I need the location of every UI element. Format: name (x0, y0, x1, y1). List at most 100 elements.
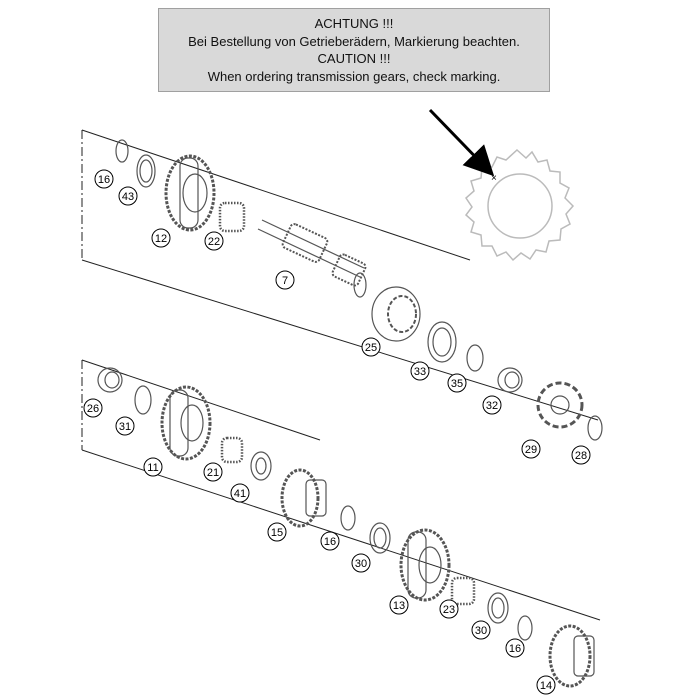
svg-text:16: 16 (98, 174, 110, 186)
callout-35: 35 (447, 373, 467, 393)
notice-line-1: ACHTUNG !!! (314, 16, 394, 31)
callout-16c: 16 (505, 638, 525, 658)
part-25-ball-bearing (371, 286, 421, 342)
callout-11: 11 (143, 457, 163, 477)
notice-line-3: CAUTION !!! (317, 51, 391, 66)
callout-21: 21 (203, 462, 223, 482)
callout-30a: 30 (351, 553, 371, 573)
callout-26: 26 (83, 398, 103, 418)
part-43-washer-inner (139, 159, 153, 183)
part-14-gear-dogs (573, 635, 595, 677)
callout-33: 33 (410, 361, 430, 381)
callout-29: 29 (521, 439, 541, 459)
svg-text:21: 21 (207, 467, 219, 479)
part-13-gear (399, 528, 451, 602)
svg-text:28: 28 (575, 450, 587, 462)
callout-14: 14 (536, 675, 556, 695)
part-11-gear (160, 385, 212, 461)
callout-31: 31 (115, 416, 135, 436)
svg-text:25: 25 (365, 342, 377, 354)
svg-text:41: 41 (234, 488, 246, 500)
part-30a-washer (369, 522, 391, 554)
part-11-gear-face (169, 389, 189, 457)
callout-43: 43 (118, 186, 138, 206)
callout-23: 23 (439, 599, 459, 619)
part-25-ball-bearing-inner (387, 295, 417, 333)
part-35-circlip (466, 344, 484, 372)
part-26-bearing-inner (104, 371, 120, 389)
svg-text:23: 23 (443, 604, 455, 616)
svg-text:32: 32 (486, 400, 498, 412)
part-12-gear-hub (182, 173, 208, 213)
detail-gear-bore (487, 173, 553, 239)
part-21-needle-bearing (220, 436, 244, 464)
part-32-bushing (497, 367, 523, 393)
arrow-line (428, 108, 495, 177)
part-32-bushing-inner (504, 371, 520, 389)
part-7-shaft (257, 219, 367, 298)
detail-gear-outline (464, 148, 575, 262)
svg-text:30: 30 (355, 558, 367, 570)
part-28-circlip (587, 415, 603, 441)
part-26-bearing (97, 367, 123, 393)
svg-text:35: 35 (451, 378, 463, 390)
part-33-seal (427, 321, 457, 363)
callout-16a: 16 (94, 169, 114, 189)
svg-text:16: 16 (509, 643, 521, 655)
callout-13: 13 (389, 595, 409, 615)
callout-30b: 30 (471, 620, 491, 640)
part-12-gear-face (179, 157, 199, 229)
caution-notice: ACHTUNG !!! Bei Bestellung von Getrieber… (158, 8, 550, 92)
upper-shaft-group (115, 139, 603, 441)
part-30a-washer-inner (373, 527, 387, 549)
part-12-gear (164, 154, 216, 232)
svg-text:29: 29 (525, 444, 537, 456)
svg-text:33: 33 (414, 366, 426, 378)
callout-25: 25 (361, 337, 381, 357)
part-30b-washer (487, 592, 509, 624)
svg-text:16: 16 (324, 536, 336, 548)
callout-15: 15 (267, 522, 287, 542)
part-43-washer (136, 154, 156, 188)
svg-text:7: 7 (282, 275, 288, 287)
callout-22: 22 (204, 231, 224, 251)
part-13-gear-face (407, 531, 427, 599)
frame-lines (81, 129, 601, 621)
part-30b-washer-inner (491, 597, 505, 619)
part-23-needle-bearing (450, 576, 476, 606)
part-33-seal-inner (432, 327, 452, 357)
part-16-circlip (115, 139, 129, 163)
part-14-gear (548, 624, 592, 688)
marking-symbol: × (491, 173, 497, 184)
part-16c-circlip (517, 615, 533, 641)
svg-text:30: 30 (475, 625, 487, 637)
callouts: 16 43 12 22 7 25 33 35 32 29 28 26 31 11… (83, 169, 591, 695)
part-13-gear-hub (418, 546, 442, 584)
part-15-gear (280, 468, 320, 528)
svg-text:11: 11 (147, 462, 158, 474)
notice-line-4: When ordering transmission gears, check … (207, 68, 501, 84)
svg-text:12: 12 (155, 233, 167, 245)
part-41-washer-inner (255, 457, 267, 475)
callout-41: 41 (230, 483, 250, 503)
callout-12: 12 (151, 228, 171, 248)
svg-text:13: 13 (393, 600, 405, 612)
part-11-gear-hub (180, 404, 204, 442)
svg-text:26: 26 (87, 403, 99, 415)
callout-32: 32 (482, 395, 502, 415)
part-41-washer (250, 451, 272, 481)
svg-text:22: 22 (208, 236, 220, 248)
part-16b-circlip (340, 505, 356, 531)
svg-text:14: 14 (540, 680, 552, 692)
callout-28: 28 (571, 445, 591, 465)
svg-text:15: 15 (271, 527, 283, 539)
svg-text:43: 43 (122, 191, 134, 203)
marked-gear-detail: × (428, 108, 575, 262)
part-31-washer (134, 385, 152, 415)
callout-16b: 16 (320, 531, 340, 551)
part-15-gear-dogs (305, 479, 327, 517)
notice-line-2: Bei Bestellung von Getrieberädern, Marki… (188, 33, 520, 49)
part-29-sprocket-hub (550, 395, 570, 415)
lower-shaft-group (97, 367, 595, 688)
